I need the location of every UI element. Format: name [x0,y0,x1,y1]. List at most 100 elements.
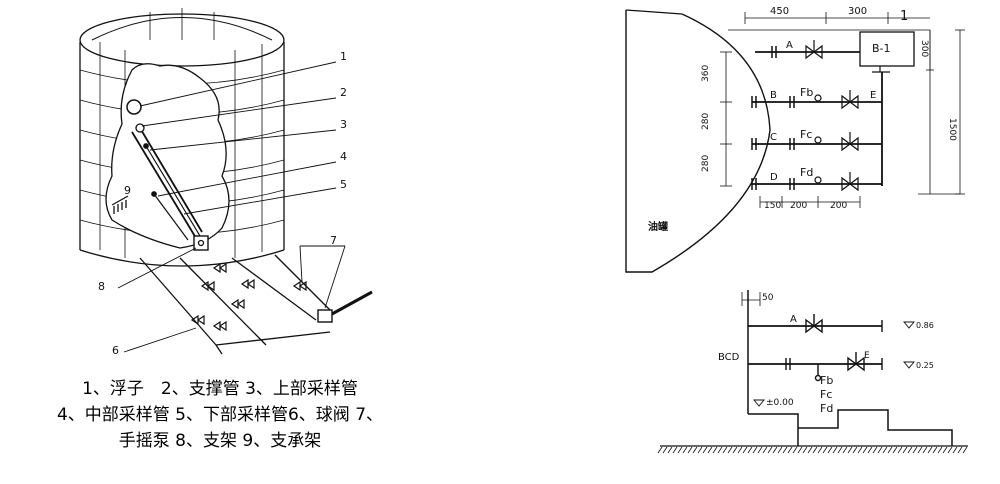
bracket [193,235,209,251]
callout-2: 2 [340,86,347,99]
valve-fc-label: Fc [800,128,812,141]
callout-7: 7 [330,234,337,247]
elev-valve-fd: Fd [820,402,833,415]
hatch-stroke [842,446,848,454]
sampling-pipe-middle [153,193,189,241]
hatch-stroke [757,446,763,454]
tank-label: 油罐 [648,220,668,233]
hatch-stroke [697,446,703,454]
line-a-label: A [786,40,793,51]
hatch-stroke [962,446,968,454]
hatch-stroke [902,446,908,454]
hatch-stroke [792,446,798,454]
hatch-stroke [817,446,823,454]
elev-line-bcd-label: BCD [718,352,740,363]
hatch-stroke [707,446,713,454]
hatch-stroke [952,446,958,454]
tank-cutaway [105,63,230,249]
hatch-stroke [732,446,738,454]
tank-callout-labels: 1 2 3 4 5 6 7 8 9 [98,50,347,357]
hatch-stroke [832,446,838,454]
hatch-stroke [882,446,888,454]
callout-6: 6 [112,344,119,357]
hatch-stroke [682,446,688,454]
foundation-profile [748,409,953,446]
dim-300-top: 300 [848,6,867,17]
hatch-stroke [872,446,878,454]
hatch-stroke [677,446,683,454]
elev-line-a-label: A [790,314,797,325]
box-b1-label: B-1 [872,42,891,55]
dim-280-b: 280 [701,155,711,172]
hand-pump [317,309,333,323]
hatch-stroke [747,446,753,454]
level-086: 0.86 [916,321,934,330]
hatch-stroke [852,446,858,454]
hatch-stroke [742,446,748,454]
callout-9: 9 [124,184,131,197]
plan-view [625,9,965,273]
hatch-stroke [797,446,803,454]
callout-8: 8 [98,280,105,293]
hatch-stroke [692,446,698,454]
ground-hatch [657,446,968,454]
hatch-stroke [862,446,868,454]
callout-leaders [117,61,346,353]
line-d-label: D [770,172,778,183]
hatch-stroke [917,446,923,454]
valve-fb-label: Fb [800,86,813,99]
hatch-stroke [887,446,893,454]
hatch-stroke [897,446,903,454]
dim-1500: 1500 [947,118,957,141]
box-b1 [859,31,915,67]
hatch-stroke [662,446,668,454]
hatch-stroke [922,446,928,454]
dim-300-side: 300 [919,40,929,57]
hatch-stroke [857,446,863,454]
dim-200-a: 200 [790,201,807,211]
hatch-stroke [712,446,718,454]
level-025: 0.25 [916,361,934,370]
hatch-stroke [907,446,913,454]
hatch-stroke [777,446,783,454]
dim-360: 360 [701,65,711,82]
elev-line-e-label: E [864,351,870,361]
hatch-stroke [927,446,933,454]
float [126,99,142,115]
elevation-view-labels: 50 A BCD E 0.86 0.25 ±0.00 Fb Fc Fd [718,293,934,415]
dim-50: 50 [762,293,774,303]
hatch-stroke [787,446,793,454]
hatch-stroke [802,446,808,454]
hatch-stroke [932,446,938,454]
callout-1: 1 [340,50,347,63]
hatch-stroke [687,446,693,454]
callout-5: 5 [340,178,347,191]
dim-450: 450 [770,6,789,17]
hatch-stroke [877,446,883,454]
hatch-stroke [767,446,773,454]
legend: 1、浮子 2、支撑管 3、上部采样管 4、中部采样管 5、下部采样管6、球阀 7… [0,376,440,454]
hatch-stroke [912,446,918,454]
sampling-pipe-upper [145,145,201,237]
hatch-stroke [752,446,758,454]
hatch-stroke [702,446,708,454]
hatch-stroke [782,446,788,454]
line-e-label: E [870,90,876,101]
hatch-stroke [807,446,813,454]
hatch-stroke [847,446,853,454]
hatch-stroke [672,446,678,454]
elev-valve-fc: Fc [820,388,832,401]
ball-valve-icons [190,262,307,332]
hatch-stroke [867,446,873,454]
dim-1: 1 [900,9,908,24]
hatch-stroke [957,446,963,454]
legend-line-2: 4、中部采样管 5、下部采样管6、球阀 7、 [56,405,384,425]
level-000: ±0.00 [766,398,794,408]
hatch-stroke [772,446,778,454]
hatch-stroke [722,446,728,454]
hatch-stroke [937,446,943,454]
callout-3: 3 [340,118,347,131]
tank-wall [625,10,771,273]
hatch-stroke [822,446,828,454]
tank-sketch [79,8,373,355]
